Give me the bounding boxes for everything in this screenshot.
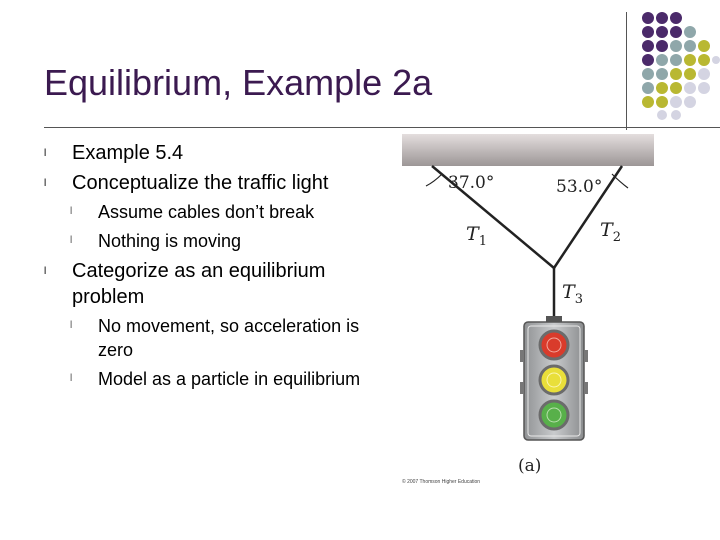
cable-t2: [552, 165, 624, 269]
sub-bullet-nothing-moving: l Nothing is moving: [44, 229, 374, 253]
ceiling-beam: [402, 134, 654, 166]
decorative-dot-grid: [642, 12, 720, 120]
bullet-marker: l: [44, 178, 47, 189]
bullet-example: l Example 5.4: [44, 140, 374, 166]
bullet-marker: l: [70, 235, 73, 246]
angle-arc-right: [611, 173, 629, 189]
bullet-marker: l: [70, 373, 73, 384]
bullet-text: Assume cables don’t break: [98, 202, 315, 222]
bullet-text: Conceptualize the traffic light: [72, 172, 329, 194]
bullet-text: Nothing is moving: [98, 231, 242, 251]
yellow-light: [538, 364, 570, 396]
sub-bullet-particle-model: l Model as a particle in equilibrium: [44, 367, 374, 391]
cable-t1: [431, 165, 555, 269]
angle-label-right: 53.0°: [556, 177, 602, 197]
bullet-marker: l: [70, 320, 73, 331]
bullet-marker: l: [70, 206, 73, 217]
slide-title: Equilibrium, Example 2a: [44, 62, 433, 103]
bullet-text: Model as a particle in equilibrium: [98, 369, 361, 389]
angle-arc-left: [425, 173, 443, 187]
bullet-text: Categorize as an equilibrium problem: [72, 260, 326, 308]
bullet-text: No movement, so acceleration is zero: [98, 316, 360, 360]
tension-label-t1: T1: [466, 223, 487, 249]
traffic-light-figure: 37.0° 53.0° T1 T2 T3 (a) © 2007 Thomson …: [402, 134, 654, 485]
title-underline: [44, 127, 720, 128]
bullet-categorize: l Categorize as an equilibrium problem: [44, 258, 374, 310]
tension-label-t2: T2: [600, 219, 621, 245]
copyright-note: © 2007 Thomson Higher Education: [402, 478, 480, 485]
sub-bullet-no-movement: l No movement, so acceleration is zero: [44, 314, 374, 362]
traffic-light: [520, 316, 588, 441]
bullet-list: l Example 5.4 l Conceptualize the traffi…: [44, 140, 374, 396]
decorative-vertical-rule: [626, 12, 627, 130]
green-light: [538, 399, 570, 431]
figure-caption: (a): [518, 456, 541, 476]
bullet-conceptualize: l Conceptualize the traffic light: [44, 170, 374, 196]
bullet-marker: l: [44, 148, 47, 159]
angle-label-left: 37.0°: [448, 173, 494, 193]
red-light: [538, 329, 570, 361]
sub-bullet-cables: l Assume cables don’t break: [44, 200, 374, 224]
bullet-text: Example 5.4: [72, 142, 184, 164]
bullet-marker: l: [44, 266, 47, 277]
tension-label-t3: T3: [562, 281, 583, 307]
